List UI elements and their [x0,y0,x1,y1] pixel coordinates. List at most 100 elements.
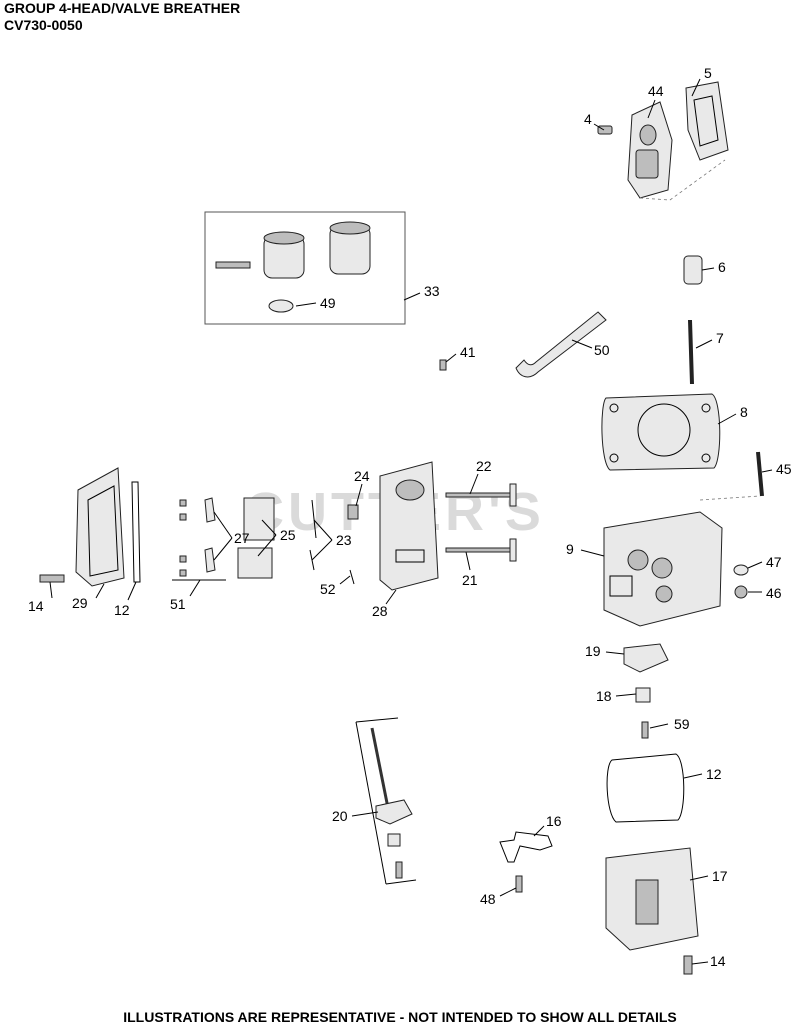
callout-24: 24 [354,468,370,484]
leader-line [580,549,605,557]
leader-line [605,651,625,655]
nut-part-46 [734,585,748,599]
valve-lifter-kit [215,221,371,313]
callout-27: 27 [234,530,250,546]
gasket-hole [609,403,619,413]
callout-52: 52 [320,581,336,597]
screw-59-part [641,721,649,739]
leader-line [351,811,379,817]
callout-50: 50 [594,342,610,358]
valve-cover-logo [635,879,659,925]
assembly-bracket [355,721,387,885]
screw-14b-part [683,955,693,975]
exhaust-valve [445,538,517,562]
valve-keepers [179,497,216,577]
head-pad [609,575,633,597]
leader-line [465,551,471,571]
leader-line [691,78,701,97]
leader-line [647,99,656,119]
valve-seal-part [347,504,359,520]
kit-box [204,211,406,325]
breather-gasket-part [685,81,729,161]
pushrod-part [688,319,694,385]
retainer [204,497,216,523]
leader-line [499,887,517,897]
leader-line [95,583,105,599]
callout-47: 47 [766,554,782,570]
spring [237,547,273,579]
callout-22: 22 [476,458,492,474]
callout-46: 46 [766,585,782,601]
disclaimer-footer: ILLUSTRATIONS ARE REPRESENTATIVE - NOT I… [123,1009,677,1025]
valve-stem [445,492,511,498]
leader-line [533,825,545,837]
leader-line [593,123,605,131]
pin-part [215,261,251,269]
leader-line [469,473,479,495]
callout-14-left: 14 [28,598,44,614]
callout-49: 49 [320,295,336,311]
leader-line [691,961,709,965]
tube-part [683,255,703,285]
valve-cover-gasket-part [606,753,685,823]
leader-line [49,581,53,599]
model-number: CV730-0050 [4,17,83,33]
callout-29: 29 [72,595,88,611]
seal [311,499,317,539]
callout-48: 48 [480,891,496,907]
spring [243,497,275,541]
leader-line [649,723,669,729]
leader-line [445,353,457,363]
leader-line [313,519,333,541]
leader-line [689,875,709,881]
keeper [179,569,187,577]
leader-line [355,483,363,507]
valve-head [509,538,517,562]
valve-cover-assembly [605,847,699,951]
callout-59: 59 [674,716,690,732]
screw-48-part [515,875,523,893]
head-port [651,557,673,579]
leader-line [127,581,137,601]
callout-23: 23 [336,532,352,548]
valve-springs [237,497,317,579]
leader-line [403,292,421,301]
assembly-bracket [355,717,399,723]
callout-17: 17 [712,868,728,884]
breather-gasket-inner [693,95,719,147]
callout-44: 44 [648,83,664,99]
callout-51: 51 [170,596,186,612]
lifter-top-2 [329,221,371,235]
stud-part [756,451,764,497]
callout-45: 45 [776,461,792,477]
head-body-port [395,479,425,501]
side-cover-part [75,467,125,587]
callout-33: 33 [424,283,440,299]
leader-line [615,693,637,697]
keeper [179,555,187,563]
leader-line [683,773,703,779]
gasket-hole [701,403,711,413]
valve-stem [445,547,511,553]
washer-part-47 [733,564,749,576]
exploded-parts-diagram: CUTTER'S [28,65,792,975]
leader-line [761,469,773,473]
leader-line [717,413,737,425]
callout-12-left: 12 [114,602,130,618]
cylinder-head-assembly [603,511,723,627]
assembly-bracket [385,879,417,885]
callout-5: 5 [704,65,712,81]
pivot-part [635,687,651,703]
callout-16: 16 [546,813,562,829]
gasket-bore [637,403,691,457]
callout-21: 21 [462,572,478,588]
leader-dash [639,197,671,201]
intake-valve [445,483,517,507]
callout-6: 6 [718,259,726,275]
lifter-top [263,231,305,245]
gasket-hole [609,453,619,463]
head-port [627,549,649,571]
breather-hose-part [515,311,607,378]
leader-dash [699,495,761,501]
leader-line [747,561,763,569]
